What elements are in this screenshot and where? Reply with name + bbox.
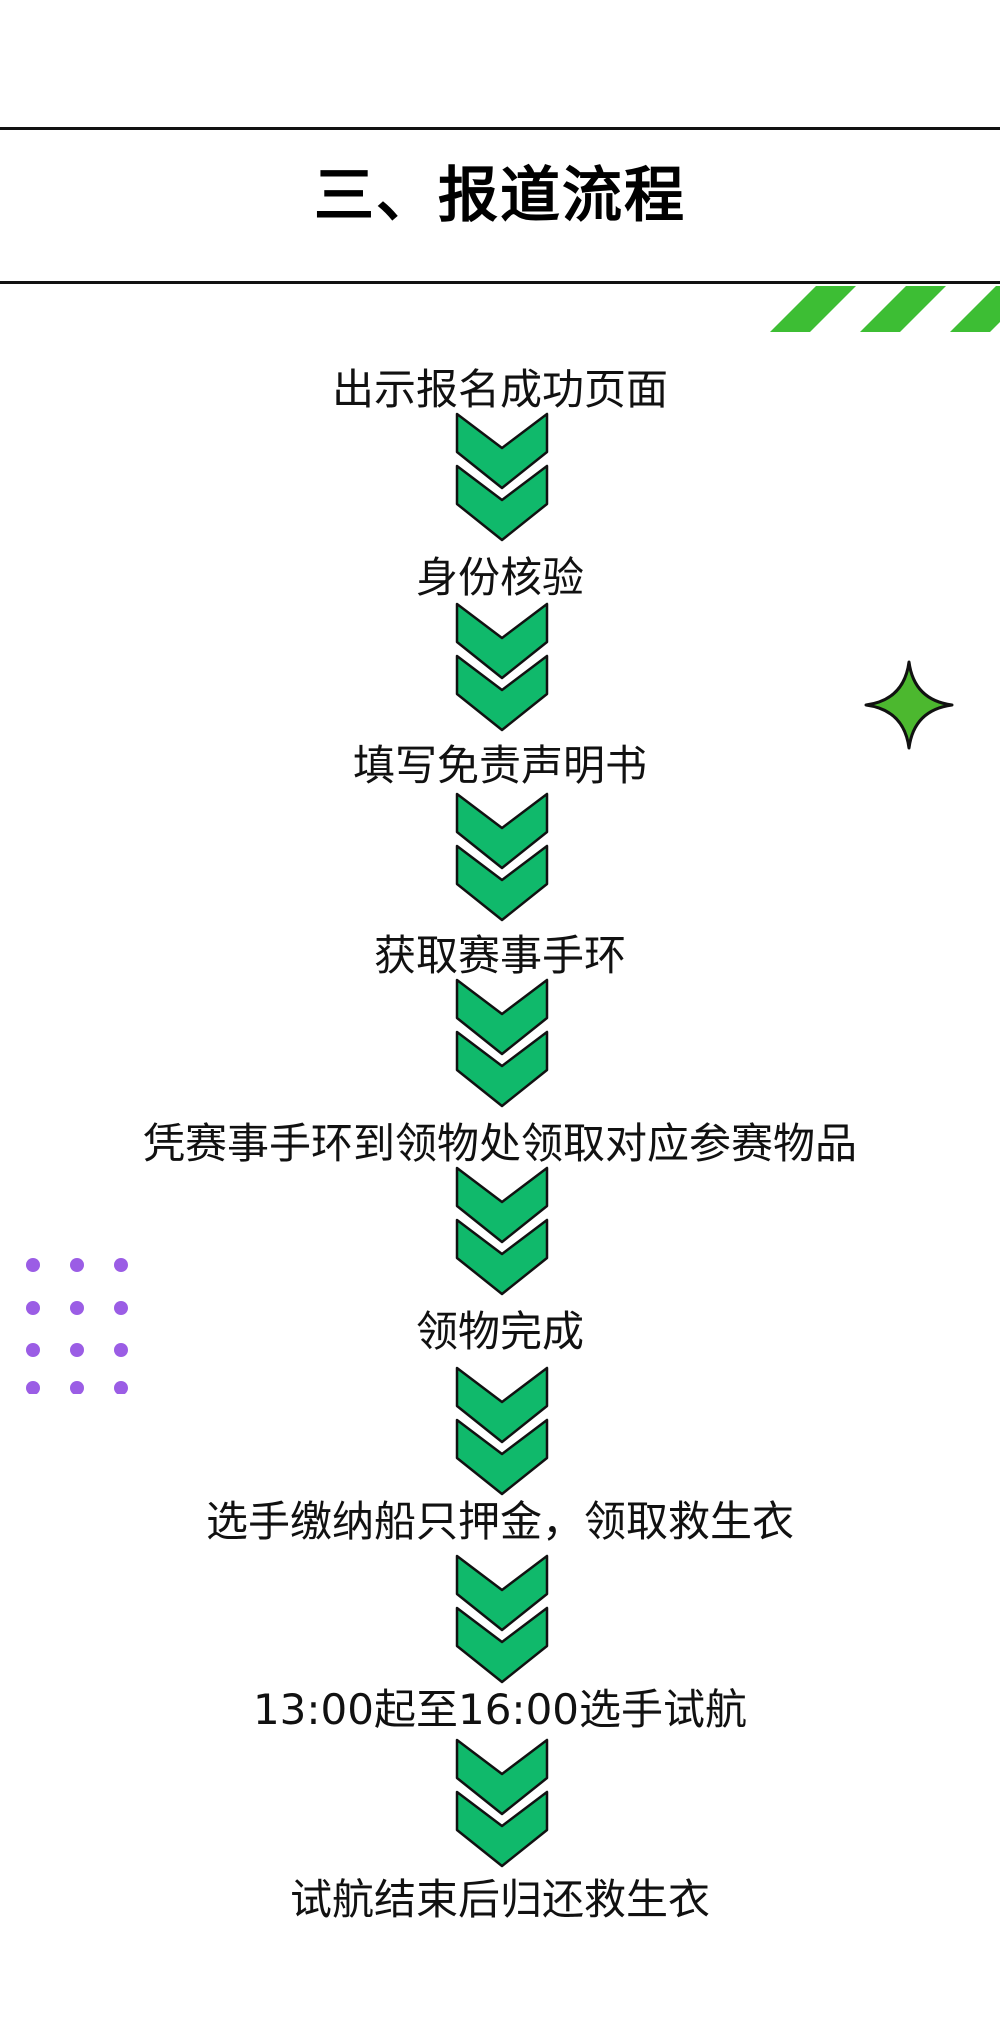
page-title: 三、报道流程 — [314, 161, 686, 231]
flow-step-7: 选手缴纳船只押金，领取救生衣 — [205, 1497, 794, 1546]
double-chevron-down-icon — [455, 792, 549, 922]
purple-dot-grid-decoration — [26, 1258, 128, 1394]
header-bottom-rule — [0, 281, 1000, 284]
double-chevron-down-icon — [455, 1738, 549, 1868]
flow-step-3: 填写免责声明书 — [352, 741, 647, 790]
flow-step-2: 身份核验 — [415, 553, 584, 602]
double-chevron-down-icon — [455, 1554, 549, 1684]
flow-step-6: 领物完成 — [415, 1307, 584, 1356]
flow-step-4: 获取赛事手环 — [373, 931, 626, 980]
double-chevron-down-icon — [455, 1366, 549, 1496]
flow-step-5: 凭赛事手环到领物处领取对应参赛物品 — [142, 1119, 857, 1168]
double-chevron-down-icon — [455, 1166, 549, 1296]
header-top-rule — [0, 127, 1000, 130]
flow-step-9: 试航结束后归还救生衣 — [289, 1875, 710, 1924]
green-stripes-decoration — [770, 286, 1000, 332]
flow-step-1: 出示报名成功页面 — [331, 365, 668, 414]
double-chevron-down-icon — [455, 602, 549, 732]
sparkle-star-icon — [864, 660, 954, 750]
double-chevron-down-icon — [455, 978, 549, 1108]
flow-step-8: 13:00起至16:00选手试航 — [252, 1685, 748, 1734]
double-chevron-down-icon — [455, 412, 549, 542]
